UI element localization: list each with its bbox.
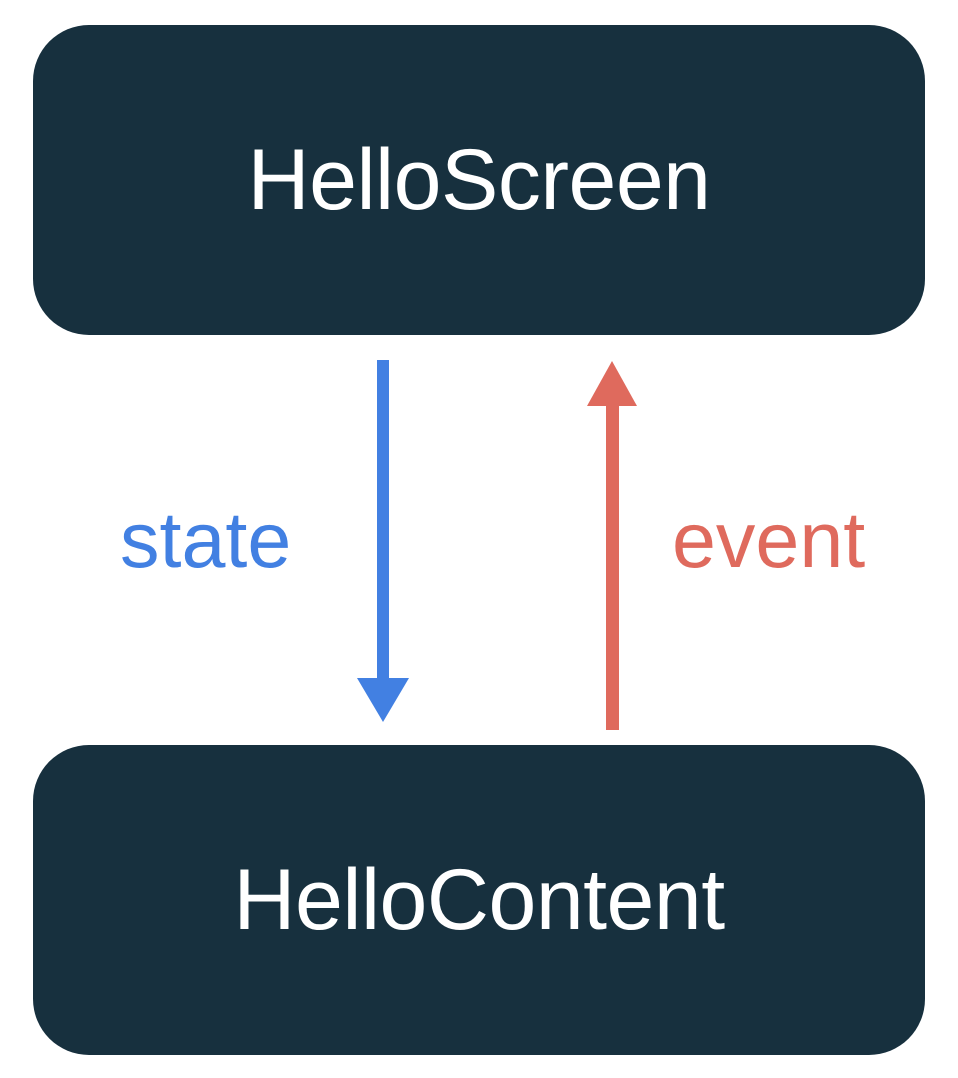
event-arrow — [587, 361, 637, 730]
node-hello-content-label: HelloContent — [233, 852, 725, 948]
edge-label-event: event — [672, 495, 866, 584]
event-arrow-shaft — [606, 404, 619, 730]
state-arrow-shaft — [377, 360, 389, 678]
state-arrow — [357, 360, 409, 722]
event-arrow-head — [587, 361, 637, 406]
edge-label-state: state — [120, 495, 292, 584]
node-hello-content[interactable]: HelloContent — [33, 745, 925, 1055]
state-arrow-head — [357, 678, 409, 722]
node-hello-screen[interactable]: HelloScreen — [33, 25, 925, 335]
node-hello-screen-label: HelloScreen — [247, 132, 711, 228]
